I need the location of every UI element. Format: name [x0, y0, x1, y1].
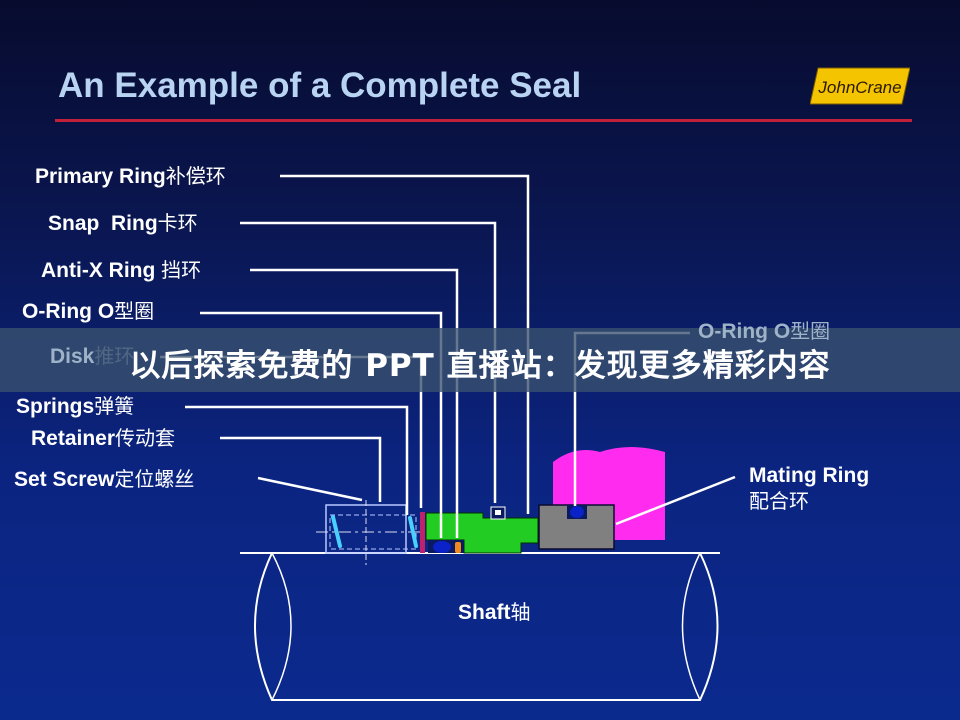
label-retainer: Retainer传动套	[31, 428, 175, 449]
anti-x-ring	[455, 542, 461, 553]
spring	[331, 515, 342, 548]
label-o-ring-right: O-Ring O型圈	[698, 321, 830, 342]
label-cn: 挡环	[161, 258, 202, 282]
label-shaft: Shaft轴	[458, 602, 531, 623]
leader-o-ring	[200, 311, 443, 538]
label-cn: 弹簧	[94, 394, 135, 418]
label-cn: 型圈	[114, 299, 155, 323]
logo-text: JohnCrane	[817, 78, 901, 97]
label-en: Springs	[16, 395, 95, 418]
disk	[420, 512, 425, 553]
label-cn: 轴	[510, 600, 531, 624]
john-crane-logo: JohnCrane	[810, 67, 910, 105]
label-cn: 型圈	[790, 319, 831, 343]
label-cn: 补偿环	[165, 164, 226, 188]
leader-primary-ring	[280, 174, 530, 514]
leader-springs	[185, 405, 409, 515]
title-divider	[55, 119, 912, 122]
label-springs: Springs弹簧	[16, 396, 134, 417]
shaft	[254, 552, 719, 701]
leader-mating-ring	[615, 475, 736, 526]
label-en: O-Ring O	[22, 300, 115, 323]
label-en: Shaft	[458, 601, 511, 624]
label-en: Retainer	[31, 427, 116, 450]
leader-anti-x-ring	[250, 268, 459, 538]
leader-retainer	[220, 436, 382, 502]
label-en: Anti-X Ring	[41, 259, 162, 282]
leader-snap-ring	[240, 221, 497, 503]
label-en: Primary Ring	[35, 165, 166, 188]
spring	[408, 516, 418, 548]
o-ring	[433, 541, 451, 553]
label-en: Set Screw	[14, 468, 115, 491]
label-o-ring: O-Ring O型圈	[22, 301, 154, 322]
label-en: O-Ring O	[698, 320, 791, 343]
label-cn: 传动套	[115, 426, 176, 450]
label-en: Mating Ring	[749, 464, 870, 487]
slide-title: An Example of a Complete Seal	[58, 66, 582, 105]
label-cn: 配合环	[749, 489, 809, 513]
label-set-screw: Set Screw定位螺丝	[14, 469, 194, 490]
label-en: Disk	[50, 345, 95, 368]
label-cn: 定位螺丝	[114, 467, 195, 491]
leader-set-screw	[257, 476, 363, 502]
watermark-banner	[0, 328, 960, 392]
watermark-text: 以后探索免费的 PPT 直播站：发现更多精彩内容	[129, 348, 831, 384]
label-anti-x-ring: Anti-X Ring 挡环	[41, 260, 201, 281]
label-primary-ring: Primary Ring补偿环	[35, 166, 226, 187]
label-cn: 卡环	[157, 211, 198, 235]
o-ring-right	[570, 506, 584, 518]
label-snap-ring: Snap Ring卡环	[48, 213, 198, 234]
label-en: Snap Ring	[48, 212, 158, 235]
